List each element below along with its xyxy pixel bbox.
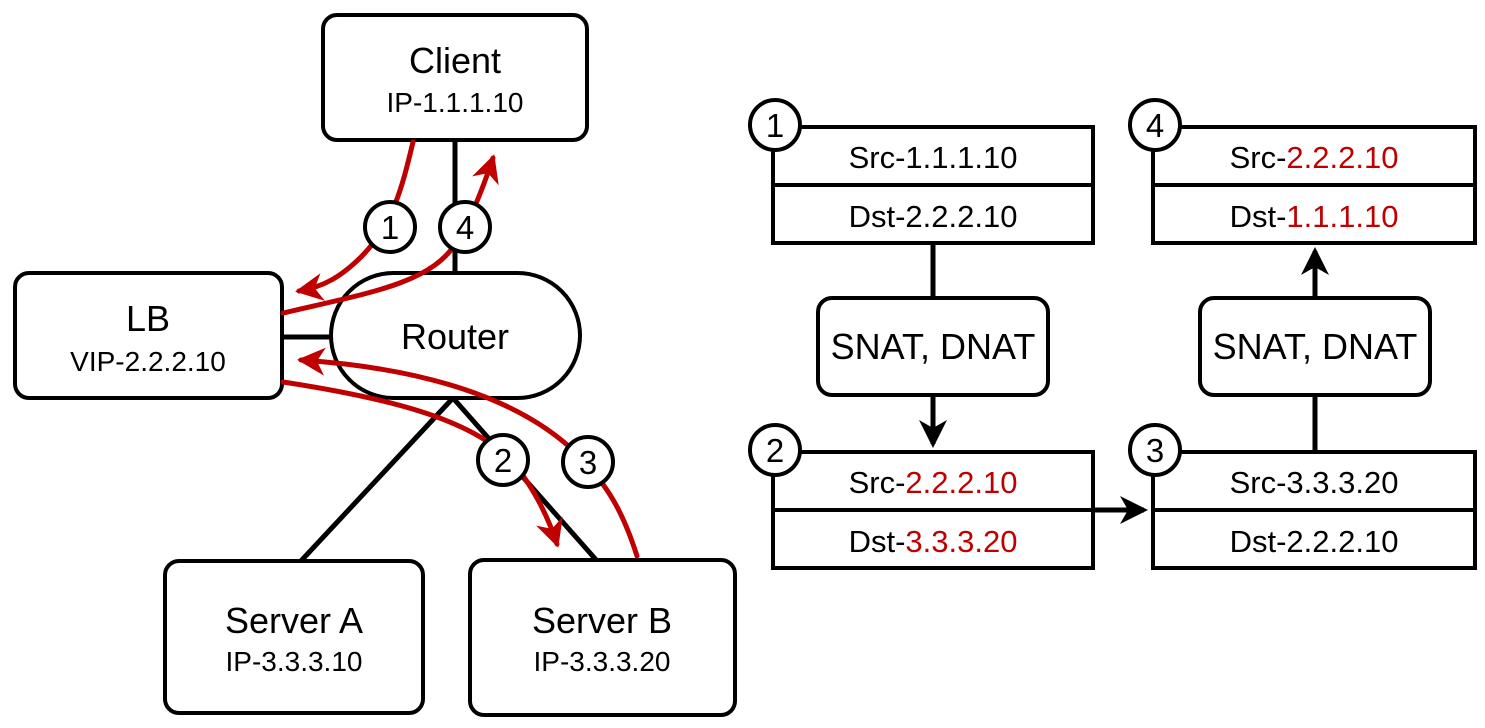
nat-box-1 [816,296,1050,397]
stage4-badge [1128,98,1182,152]
stage3-dst-row: Dst-2.2.2.10 [1230,524,1399,559]
nat-box-2 [1198,296,1432,397]
stage4-dst-label: Dst- [1230,199,1287,234]
lb-title: LB [126,298,170,339]
stage2-dst-label: Dst- [849,524,906,559]
stage4-src-value: 2.2.2.10 [1286,140,1398,175]
stage1-dst-value: 2.2.2.10 [905,199,1017,234]
stage2-dst-value: 3.3.3.20 [905,524,1017,559]
stage3-src-value: 3.3.3.20 [1286,465,1398,500]
router-node-shape [329,271,582,400]
stage3-dst-value: 2.2.2.10 [1286,524,1398,559]
stage4-src-label: Src- [1230,140,1287,175]
stage4-dst-row: Dst-1.1.1.10 [1230,199,1399,234]
server-b-title: Server B [532,600,672,641]
nat-box-2-label: SNAT, DNAT [1213,326,1418,367]
stage2-src-row: Src-2.2.2.10 [849,465,1018,500]
stage2-badge [748,423,802,477]
step-badge-1-label: 1 [381,209,399,246]
step-badge-2-label: 2 [494,442,512,479]
stage3-badge-label: 3 [1146,432,1164,469]
flow-arrow-1-client-to-lb [295,139,416,301]
client-node-box [321,13,589,142]
stage2-src-label: Src- [849,465,906,500]
step-badge-4 [438,200,492,254]
lb-vip: VIP-2.2.2.10 [70,346,226,377]
stage4-badge-label: 4 [1146,107,1164,144]
step-badge-4-label: 4 [456,209,474,246]
topology: 1 4 2 3 Client IP-1.1.1.10 LB VIP-2.2.2.… [13,13,737,717]
flow-arrow-4-lb-to-client [280,154,499,316]
stage1-src-value: 1.1.1.10 [905,140,1017,175]
stage2-src-value: 2.2.2.10 [905,465,1017,500]
server-a-node-box [163,559,425,715]
stage3-badge [1128,423,1182,477]
server-b-ip: IP-3.3.3.20 [534,646,671,677]
stage1-badge-label: 1 [766,107,784,144]
stage1-src-label: Src- [849,140,906,175]
stage1-badge [748,98,802,152]
client-title: Client [409,40,501,81]
stage1-src-row: Src-1.1.1.10 [849,140,1018,175]
router-title: Router [401,316,509,357]
lb-node-box [13,271,284,400]
stage4-src-row: Src-2.2.2.10 [1230,140,1399,175]
link-router-server-a [297,395,456,565]
server-b-node-box [468,558,737,717]
stage3-src-label: Src- [1230,465,1287,500]
stage3-src-row: Src-3.3.3.20 [1230,465,1399,500]
stage1-dst-label: Dst- [849,199,906,234]
stage2-badge-label: 2 [766,432,784,469]
server-a-ip: IP-3.3.3.10 [226,646,363,677]
server-a-title: Server A [225,600,363,641]
nat-box-1-label: SNAT, DNAT [831,326,1036,367]
stage4-dst-value: 1.1.1.10 [1286,199,1398,234]
client-ip: IP-1.1.1.10 [387,87,524,118]
step-badge-1 [363,200,417,254]
step-badge-3-label: 3 [579,444,597,481]
stage2-dst-row: Dst-3.3.3.20 [849,524,1018,559]
flow-arrow-3-server-b-to-lb [297,347,640,559]
packet-tables: SNAT, DNAT SNAT, DNAT 1 4 2 3 Src-1.1.1.… [748,98,1477,570]
stage3-dst-label: Dst- [1230,524,1287,559]
stage1-dst-row: Dst-2.2.2.10 [849,199,1018,234]
step-badge-2 [476,433,530,487]
step-badge-3 [561,435,615,489]
